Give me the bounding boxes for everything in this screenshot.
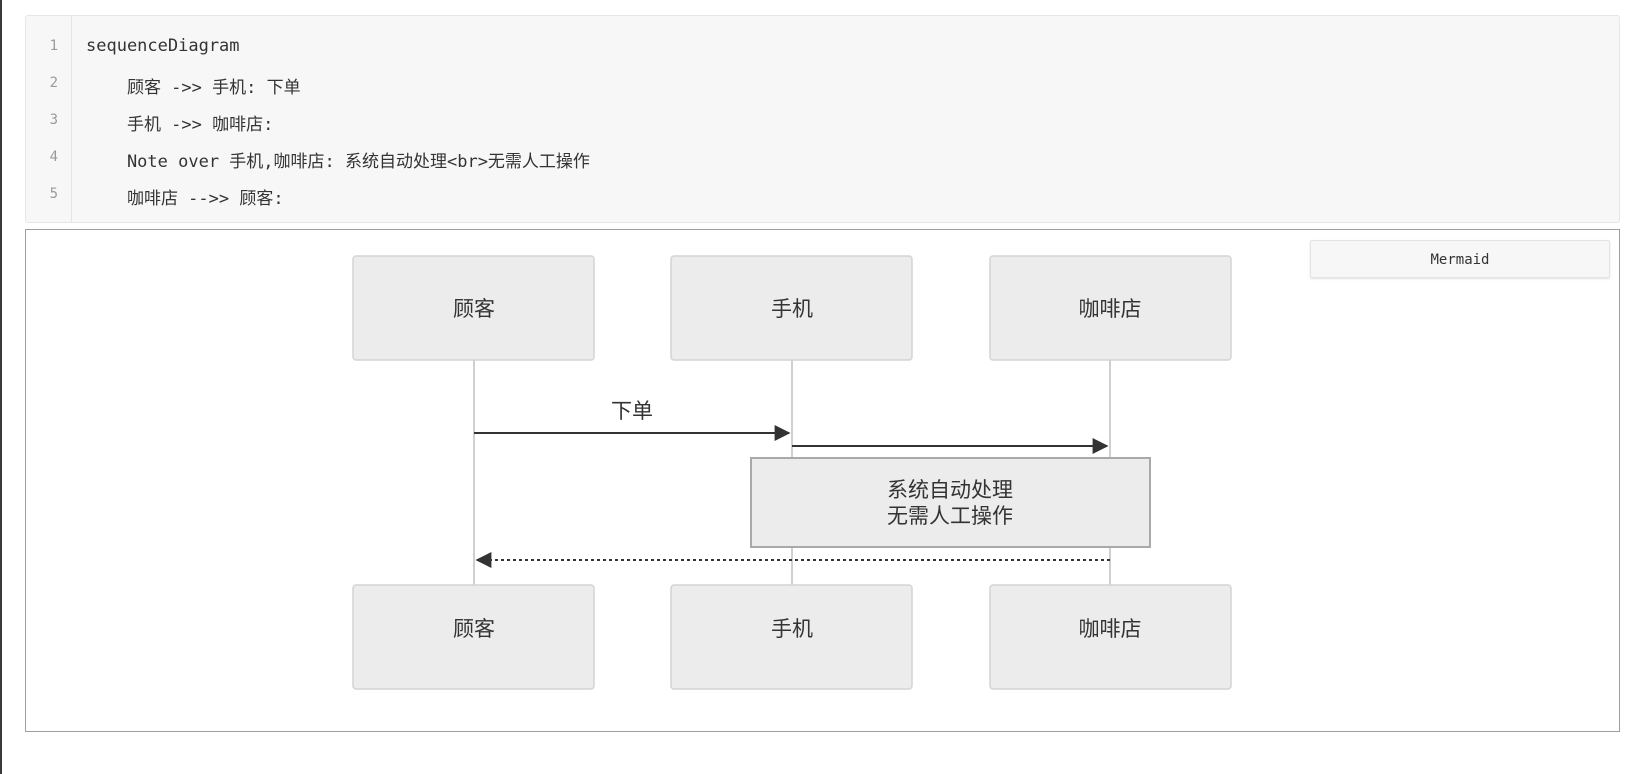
- line-number: 3: [49, 112, 58, 128]
- note-box: 系统自动处理 无需人工操作: [750, 457, 1151, 548]
- code-line[interactable]: 咖啡店 -->> 顾客:: [86, 189, 284, 209]
- line-number-gutter: 1 2 3 4 5: [26, 16, 72, 222]
- code-line[interactable]: Note over 手机,咖啡店: 系统自动处理<br>无需人工操作: [86, 152, 590, 172]
- line-number: 2: [49, 75, 58, 91]
- actor-box: 手机: [670, 255, 913, 361]
- code-line[interactable]: 手机 ->> 咖啡店:: [86, 115, 274, 135]
- code-line[interactable]: 顾客 ->> 手机: 下单: [86, 78, 301, 98]
- actor-box: 手机: [670, 584, 913, 690]
- line-number: 5: [49, 186, 58, 202]
- actor-label: 咖啡店: [1079, 297, 1142, 321]
- code-line[interactable]: sequenceDiagram: [86, 36, 240, 56]
- actor-box: 咖啡店: [989, 255, 1232, 361]
- actor-label: 顾客: [453, 297, 495, 321]
- language-badge[interactable]: Mermaid: [1310, 240, 1610, 278]
- message-label: 下单: [611, 399, 653, 423]
- window-edge: [0, 0, 2, 774]
- note-text-line: 系统自动处理: [887, 478, 1013, 502]
- actor-label: 顾客: [453, 617, 495, 641]
- actor-box: 咖啡店: [989, 584, 1232, 690]
- actor-label: 手机: [771, 617, 813, 641]
- actor-box: 顾客: [352, 255, 595, 361]
- code-block[interactable]: 1 2 3 4 5 sequenceDiagram 顾客 ->> 手机: 下单 …: [25, 15, 1620, 223]
- note-text-line: 无需人工操作: [887, 504, 1013, 528]
- actor-label: 手机: [771, 297, 813, 321]
- line-number: 1: [49, 38, 58, 54]
- line-number: 4: [49, 149, 58, 165]
- actor-box: 顾客: [352, 584, 595, 690]
- actor-label: 咖啡店: [1079, 617, 1142, 641]
